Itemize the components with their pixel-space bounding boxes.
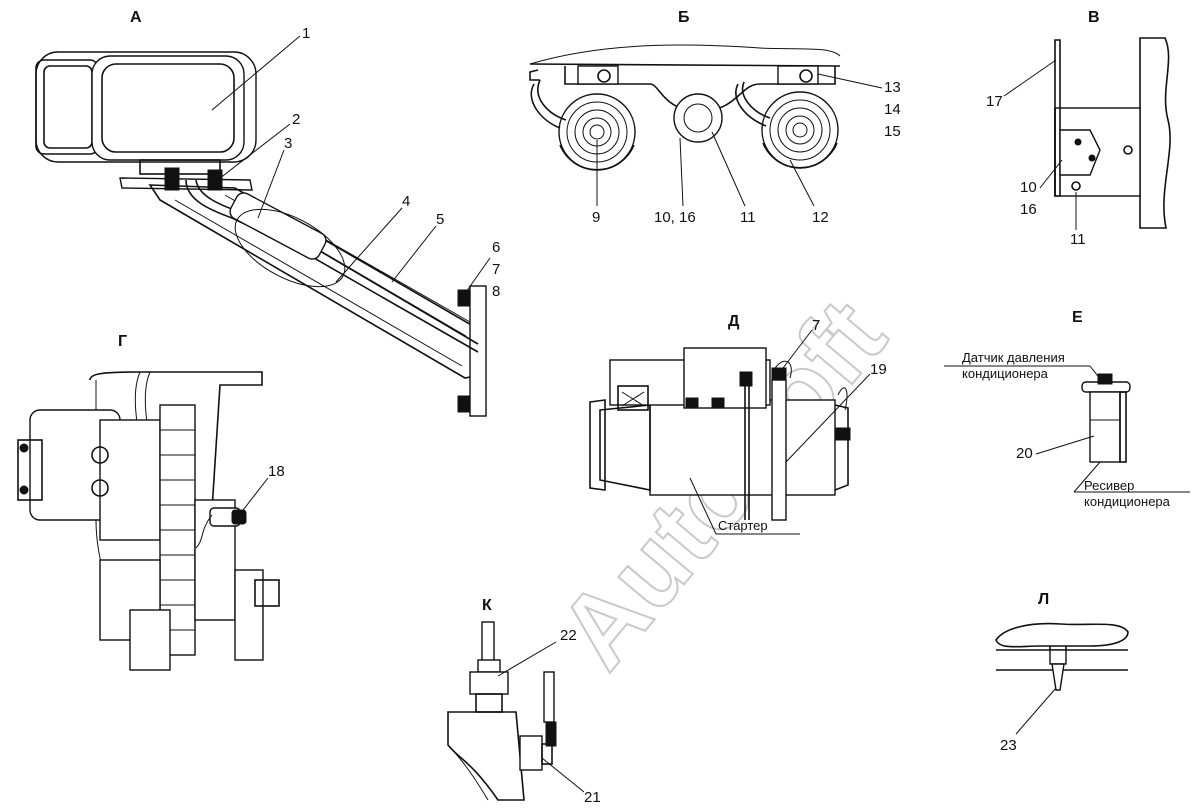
callout-14: 14 [884, 101, 901, 118]
starter-body [649, 399, 836, 496]
note-receiver-2: кондиционера [1084, 494, 1171, 509]
callout-10-16: 10, 16 [654, 209, 696, 226]
callout-11: 11 [740, 209, 756, 226]
callout-11-v: 11 [1070, 231, 1086, 248]
view-label-g: Г [118, 333, 127, 350]
note-pressure-sensor-2: кондиционера [962, 366, 1049, 381]
cable-connector [229, 192, 327, 260]
callout-23: 23 [1000, 737, 1017, 754]
callout-1: 1 [302, 25, 310, 42]
shroud-fins [160, 429, 195, 631]
callout-17: 17 [986, 93, 1003, 110]
view-v: В 17 10 16 11 [986, 9, 1171, 248]
view-label-l: Л [1038, 591, 1049, 608]
view-a: А 1 2 3 4 5 [35, 9, 500, 417]
view-e: Е Датчик давления кондиционера 20 Ресиве… [944, 309, 1190, 509]
view-label-b: Б [678, 9, 690, 26]
callout-19: 19 [870, 361, 887, 378]
view-label-a: А [130, 9, 142, 26]
callout-20: 20 [1016, 445, 1033, 462]
view-label-d: Д [728, 313, 740, 330]
view-d: Д 7 19 Стартер [589, 313, 887, 535]
view-k: К 22 21 [447, 597, 601, 806]
callout-22: 22 [560, 627, 577, 644]
view-label-v: В [1088, 9, 1100, 26]
center-socket [673, 93, 723, 143]
view-label-k: К [482, 597, 492, 614]
callout-21: 21 [584, 789, 601, 806]
callout-3: 3 [284, 135, 292, 152]
panel-section [995, 622, 1129, 648]
callout-13: 13 [884, 79, 901, 96]
horn-right [735, 81, 839, 169]
bracket-strip [1054, 39, 1061, 197]
clip-23 [1049, 649, 1067, 665]
view-label-e: Е [1072, 309, 1083, 326]
ac-receiver [1089, 391, 1121, 463]
callout-4: 4 [402, 193, 410, 210]
terminal-7 [739, 371, 753, 387]
mounting-plate [469, 285, 487, 417]
view-g: Г 18 [17, 333, 285, 671]
lamp-lens [91, 55, 245, 161]
engine-block-part [447, 711, 525, 801]
view-b: Б [529, 9, 901, 226]
note-pressure-sensor-1: Датчик давления [962, 350, 1065, 365]
callout-12: 12 [812, 209, 829, 226]
note-receiver-1: Ресивер [1084, 478, 1134, 493]
callout-7: 7 [492, 261, 500, 278]
callout-7-d: 7 [812, 317, 820, 334]
callout-18: 18 [268, 463, 285, 480]
horn-left [530, 79, 636, 171]
view-l: Л 23 [995, 591, 1129, 754]
note-starter: Стартер [718, 518, 768, 533]
callout-10-v: 10 [1020, 179, 1037, 196]
callout-5: 5 [436, 211, 444, 228]
cable-19 [771, 379, 787, 521]
callout-6: 6 [492, 239, 500, 256]
callout-16-v: 16 [1020, 201, 1037, 218]
callout-15: 15 [884, 123, 901, 140]
pressure-sensor [1097, 373, 1113, 385]
callout-8: 8 [492, 283, 500, 300]
sensor-21 [519, 735, 543, 771]
sensor-22 [469, 671, 509, 695]
callout-2: 2 [292, 111, 300, 128]
lamp-cable [185, 179, 479, 353]
callout-9: 9 [592, 209, 600, 226]
